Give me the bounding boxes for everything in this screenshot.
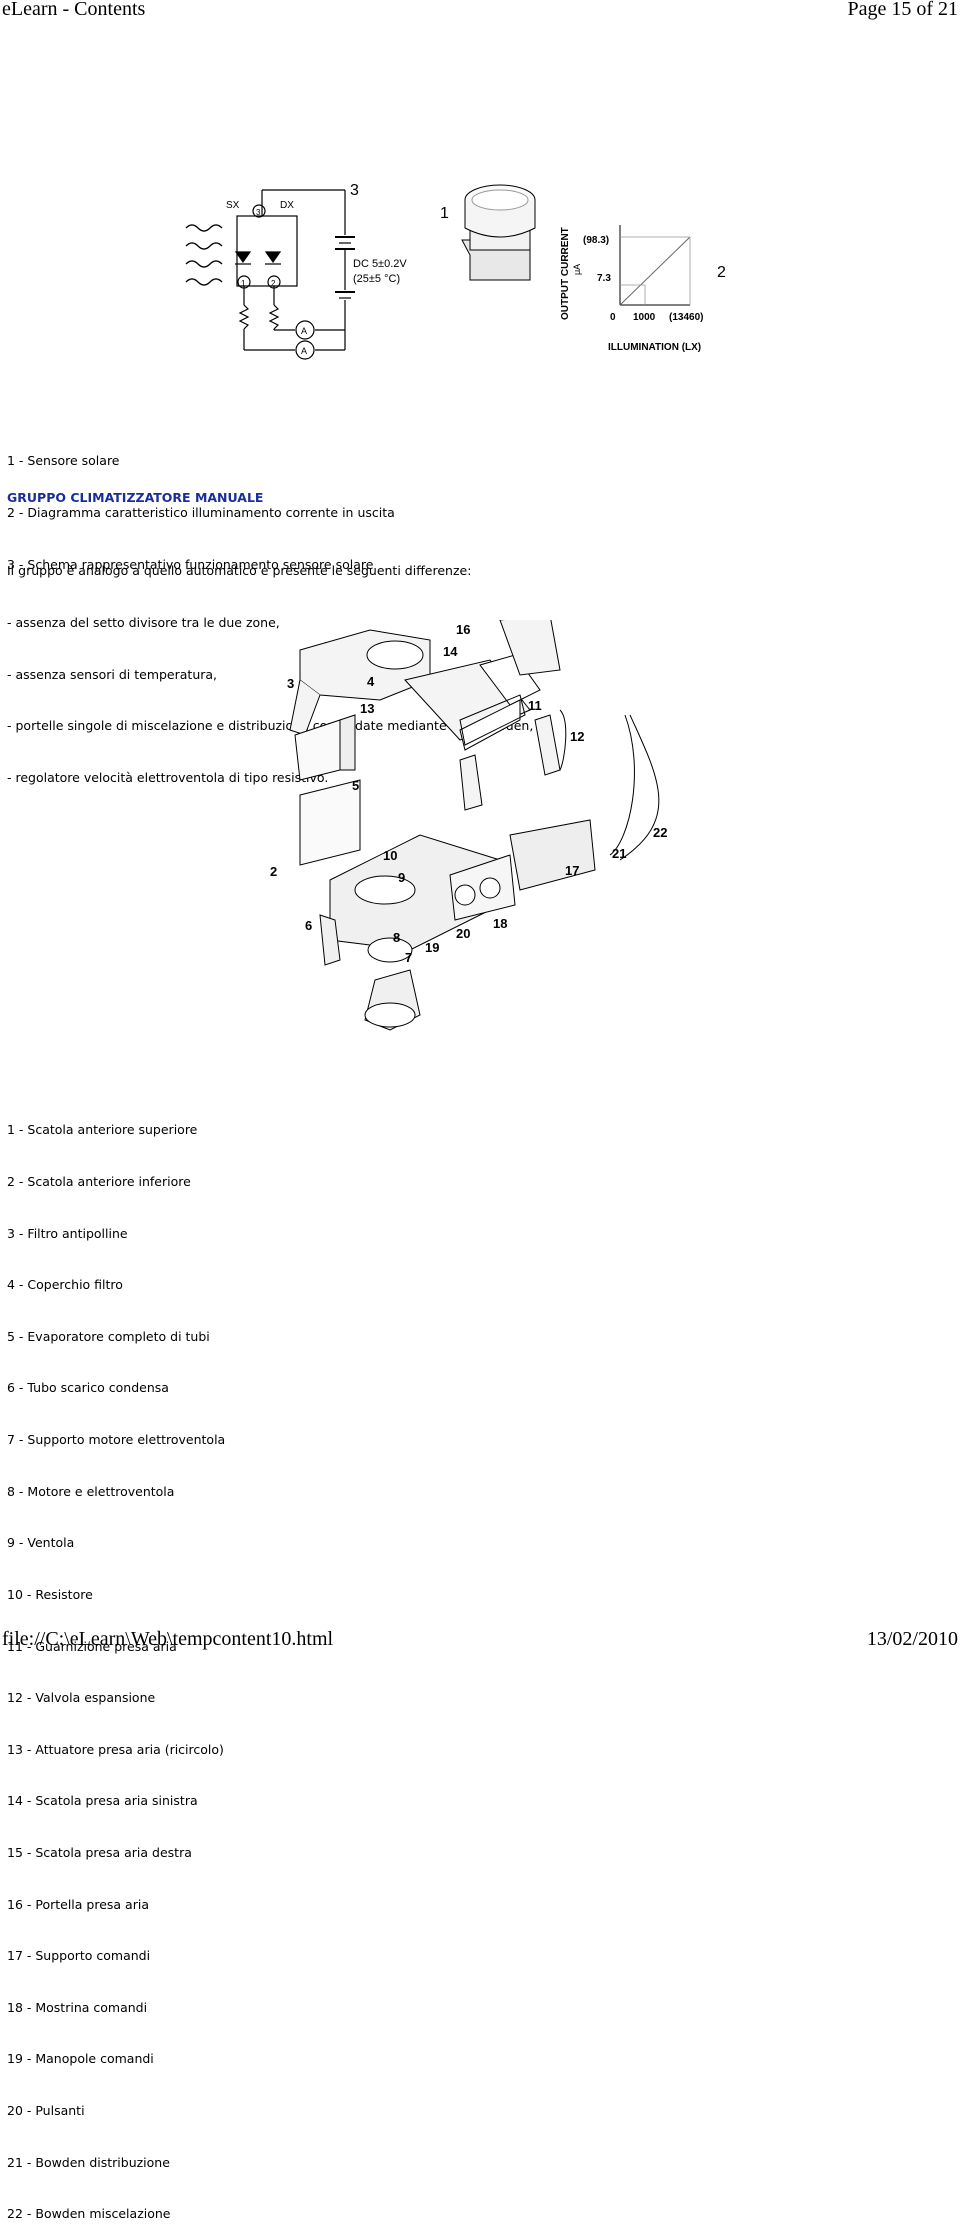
legend-item: 17 - Supporto comandi — [7, 1948, 151, 1964]
solar-sensor-figure: SX DX 3 1 2 A A DC 5±0.2V (25±5 °C) 3 1 … — [185, 182, 726, 360]
legend-item: 21 - Bowden distribuzione — [7, 2154, 170, 2170]
svg-text:(13460): (13460) — [669, 312, 703, 323]
illumination-current-graph: OUTPUT CURRENT μA (98.3) 7.3 0 1000 (134… — [560, 225, 726, 353]
svg-text:1000: 1000 — [633, 312, 656, 323]
section-body: Il gruppo è analogo a quello automatico … — [7, 528, 533, 803]
callout: 20 — [456, 926, 470, 941]
body-line: - assenza sensori di temperatura, — [7, 666, 218, 682]
svg-text:ILLUMINATION (LX): ILLUMINATION (LX) — [608, 342, 701, 353]
bowden-cables — [559, 709, 660, 861]
body-line: - assenza del setto divisore tra le due … — [7, 615, 280, 631]
page-footer: file://C:\eLearn\Web\tempcontent10.html … — [0, 1628, 960, 1653]
legend-item: 12 - Valvola espansione — [7, 1690, 156, 1706]
svg-text:7.3: 7.3 — [597, 273, 611, 284]
legend-item: 3 - Filtro antipolline — [7, 1225, 128, 1241]
callout: 10 — [383, 848, 397, 863]
callout: 21 — [612, 846, 626, 861]
legend-item: 4 - Coperchio filtro — [7, 1277, 123, 1293]
legend-item: 1 - Sensore solare — [7, 453, 120, 469]
callout: 18 — [493, 916, 507, 931]
legend-item: 2 - Diagramma caratteristico illuminamen… — [7, 505, 395, 521]
svg-text:2: 2 — [717, 264, 726, 281]
legend-item: 8 - Motore e elettroventola — [7, 1483, 175, 1499]
legend-item: 10 - Resistore — [7, 1586, 93, 1602]
legend-item: 5 - Evaporatore completo di tubi — [7, 1328, 210, 1344]
legend-item: 1 - Scatola anteriore superiore — [7, 1122, 198, 1138]
solar-sensor-drawing: 1 — [440, 184, 536, 281]
hvac-exploded-view: 1 2 3 4 5 6 7 8 9 10 11 12 13 14 15 16 1… — [270, 620, 667, 1031]
legend-item: 3 - Schema rappresentativo funzionamento… — [7, 556, 374, 572]
legend-item: 9 - Ventola — [7, 1535, 75, 1551]
svg-text:SX: SX — [226, 200, 240, 211]
legend-item: 16 - Portella presa aria — [7, 1896, 149, 1912]
callout: 13 — [360, 701, 374, 716]
svg-text:3: 3 — [350, 182, 359, 199]
svg-text:DC 5±0.2V: DC 5±0.2V — [353, 258, 407, 270]
callout: 19 — [425, 940, 439, 955]
callout: 17 — [565, 863, 579, 878]
legend-item: 2 - Scatola anteriore inferiore — [7, 1174, 191, 1190]
file-path: file://C:\eLearn\Web\tempcontent10.html — [2, 1628, 334, 1650]
legend-item: 6 - Tubo scarico condensa — [7, 1380, 169, 1396]
callout: 12 — [570, 729, 584, 744]
section-title: GRUPPO CLIMATIZZATORE MANUALE — [7, 490, 264, 505]
legend-item: 20 - Pulsanti — [7, 2102, 85, 2118]
legend-item: 7 - Supporto motore elettroventola — [7, 1432, 226, 1448]
figure1-legend: 1 - Sensore solare 2 - Diagramma caratte… — [7, 418, 395, 590]
circuit-diagram — [234, 189, 355, 360]
legend-item: 19 - Manopole comandi — [7, 2051, 154, 2067]
svg-text:2: 2 — [271, 279, 276, 288]
svg-text:0: 0 — [610, 312, 616, 323]
sunlight-waves — [185, 224, 223, 286]
body-line: Il gruppo è analogo a quello automatico … — [7, 563, 472, 579]
callout: 2 — [270, 864, 277, 879]
svg-text:OUTPUT CURRENT: OUTPUT CURRENT — [560, 227, 571, 320]
callout: 9 — [398, 870, 405, 885]
legend-item: 13 - Attuatore presa aria (ricircolo) — [7, 1741, 224, 1757]
page-header: eLearn - Contents Page 15 of 21 — [0, 0, 960, 26]
page-number: Page 15 of 21 — [847, 0, 958, 20]
svg-text:DX: DX — [280, 200, 294, 211]
callout: 14 — [443, 644, 458, 659]
circuit-labels: SX DX 3 1 2 A A DC 5±0.2V (25±5 °C) 3 — [226, 182, 407, 356]
legend-item: 15 - Scatola presa aria destra — [7, 1844, 192, 1860]
svg-text:(25±5 °C): (25±5 °C) — [353, 273, 400, 285]
callout: 22 — [653, 825, 667, 840]
svg-text:1: 1 — [241, 279, 246, 288]
assembly-parts — [289, 620, 596, 1031]
legend-item: 14 - Scatola presa aria sinistra — [7, 1793, 198, 1809]
legend-item: 22 - Bowden miscelazione — [7, 2206, 171, 2222]
svg-text:3: 3 — [256, 208, 261, 217]
legend-item: 11 - Guarnizione presa aria — [7, 1638, 177, 1654]
print-date: 13/02/2010 — [866, 1628, 958, 1650]
svg-text:A: A — [301, 326, 307, 336]
svg-text:A: A — [301, 346, 307, 356]
callout: 7 — [405, 950, 412, 965]
callout: 8 — [393, 930, 400, 945]
legend-item: 18 - Mostrina comandi — [7, 1999, 148, 2015]
document-title: eLearn - Contents — [2, 0, 146, 20]
callout: 4 — [367, 674, 375, 689]
svg-text:1: 1 — [440, 205, 449, 222]
callout: 3 — [287, 676, 294, 691]
callout: 6 — [305, 918, 312, 933]
callout: 16 — [456, 622, 470, 637]
figure2-legend: 1 - Scatola anteriore superiore 2 - Scat… — [7, 1087, 225, 2240]
svg-text:μA: μA — [572, 264, 582, 275]
callout: 11 — [528, 698, 542, 713]
callout-numbers: 1 2 3 4 5 6 7 8 9 10 11 12 13 14 15 16 1… — [270, 622, 667, 965]
callout: 5 — [352, 778, 359, 793]
body-line: - regolatore velocità elettroventola di … — [7, 769, 329, 785]
svg-text:(98.3): (98.3) — [583, 235, 609, 246]
